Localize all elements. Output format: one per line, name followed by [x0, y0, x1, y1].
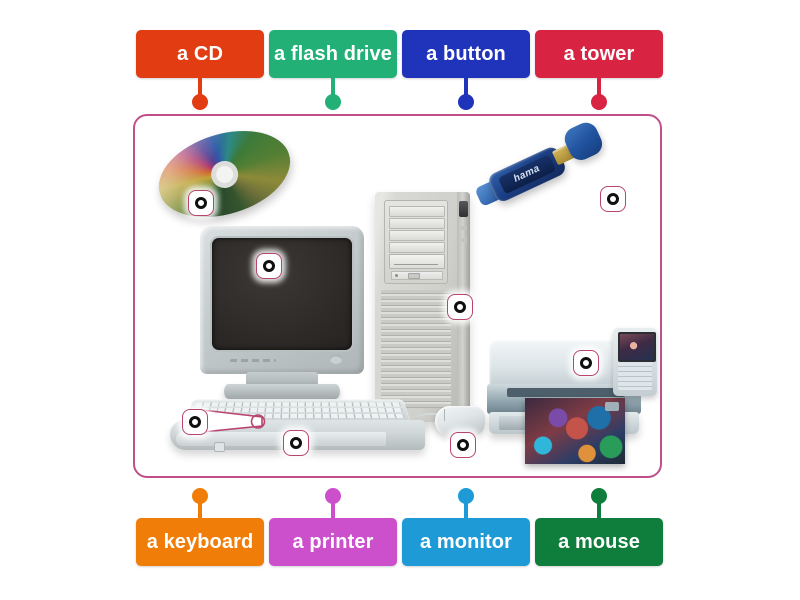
drop-marker-tower[interactable] [447, 294, 473, 320]
tower-blank-bay [389, 230, 445, 241]
label-knob [591, 488, 607, 504]
target-ring-icon [290, 437, 302, 449]
label-stalk [198, 78, 202, 100]
keyboard-wrist-rest [176, 432, 386, 446]
label-chip-text: a flash drive [273, 42, 393, 65]
label-knob [325, 94, 341, 110]
printer-control-panel [613, 328, 657, 396]
label-chip-a-flash-drive[interactable]: a flash drive [269, 30, 397, 110]
monitor-power-button [330, 355, 342, 364]
monitor-button-strip [230, 359, 276, 362]
label-stalk [597, 496, 601, 518]
printer-logo [605, 402, 619, 411]
mouse-cord [417, 413, 439, 420]
label-chip-text: a CD [177, 42, 223, 65]
target-ring-icon [607, 193, 619, 205]
tower-power-button [459, 201, 468, 217]
tower-blank-bay [389, 206, 445, 217]
label-chip-text: a mouse [558, 530, 640, 553]
label-chip-a-mouse[interactable]: a mouse [535, 488, 663, 566]
label-chip-a-keyboard[interactable]: a keyboard [136, 488, 264, 566]
label-stalk [198, 496, 202, 518]
tower-indicator-led [461, 226, 467, 230]
label-chip-a-cd[interactable]: a CD [136, 30, 264, 110]
flash-drive-image: hama [474, 116, 615, 218]
target-ring-icon [263, 260, 275, 272]
label-chip-a-printer[interactable]: a printer [269, 488, 397, 566]
tower-indicator-led [461, 238, 467, 242]
label-knob [325, 488, 341, 504]
label-knob [591, 94, 607, 110]
printer-image [487, 328, 657, 467]
monitor-base [224, 384, 340, 399]
cd-disc-image [148, 116, 301, 232]
button-marker-leader [201, 409, 266, 433]
label-stalk [331, 496, 335, 518]
mouse-button-seam [444, 409, 445, 421]
target-ring-icon [195, 197, 207, 209]
printer-keypad [618, 362, 652, 390]
drop-marker-keyboard[interactable] [283, 430, 309, 456]
flash-drive-label-panel: hama [497, 154, 557, 195]
label-stalk [331, 78, 335, 100]
monitor-screen [212, 238, 352, 350]
printer-paper-slot [507, 388, 625, 397]
label-knob [192, 94, 208, 110]
keyboard-image [170, 394, 425, 454]
computer-scene: hama [135, 116, 660, 476]
drop-marker-mouse[interactable] [450, 432, 476, 458]
crt-monitor-image [200, 226, 364, 406]
printer-lcd-screen [618, 332, 656, 362]
mouse-image [417, 406, 485, 436]
drop-marker-printer[interactable] [573, 350, 599, 376]
label-knob [458, 488, 474, 504]
label-chip-a-tower[interactable]: a tower [535, 30, 663, 110]
label-stalk [464, 496, 468, 518]
monitor-neck [246, 372, 318, 386]
tower-front-vents [381, 290, 451, 408]
keyboard-single-key [214, 442, 225, 452]
target-ring-icon [189, 416, 201, 428]
label-stalk [464, 78, 468, 100]
label-chip-text: a button [426, 42, 506, 65]
monitor-controls [212, 354, 352, 368]
monitor-case [200, 226, 364, 374]
drop-marker-button[interactable] [182, 409, 208, 435]
target-ring-icon [457, 439, 469, 451]
label-stalk [597, 78, 601, 100]
keyboard-body [170, 420, 425, 452]
label-chip-text: a monitor [419, 530, 512, 553]
label-knob [192, 488, 208, 504]
label-chip-a-monitor[interactable]: a monitor [402, 488, 530, 566]
tower-blank-bay [389, 218, 445, 229]
tower-drive-controls [391, 271, 443, 280]
label-chip-text: a keyboard [146, 530, 254, 553]
flash-drive-brand-text: hama [511, 163, 542, 185]
label-chip-text: a tower [563, 42, 635, 65]
target-ring-icon [454, 301, 466, 313]
label-chip-a-button[interactable]: a button [402, 30, 530, 110]
tower-optical-drive [389, 254, 445, 269]
drop-marker-monitor[interactable] [256, 253, 282, 279]
target-ring-icon [580, 357, 592, 369]
tower-blank-bay [389, 242, 445, 253]
tower-drive-bay-block [384, 200, 448, 284]
label-chip-text: a printer [292, 530, 374, 553]
drop-marker-cd[interactable] [188, 190, 214, 216]
mouse-body [435, 406, 485, 436]
drop-marker-flash-drive[interactable] [600, 186, 626, 212]
label-knob [458, 94, 474, 110]
